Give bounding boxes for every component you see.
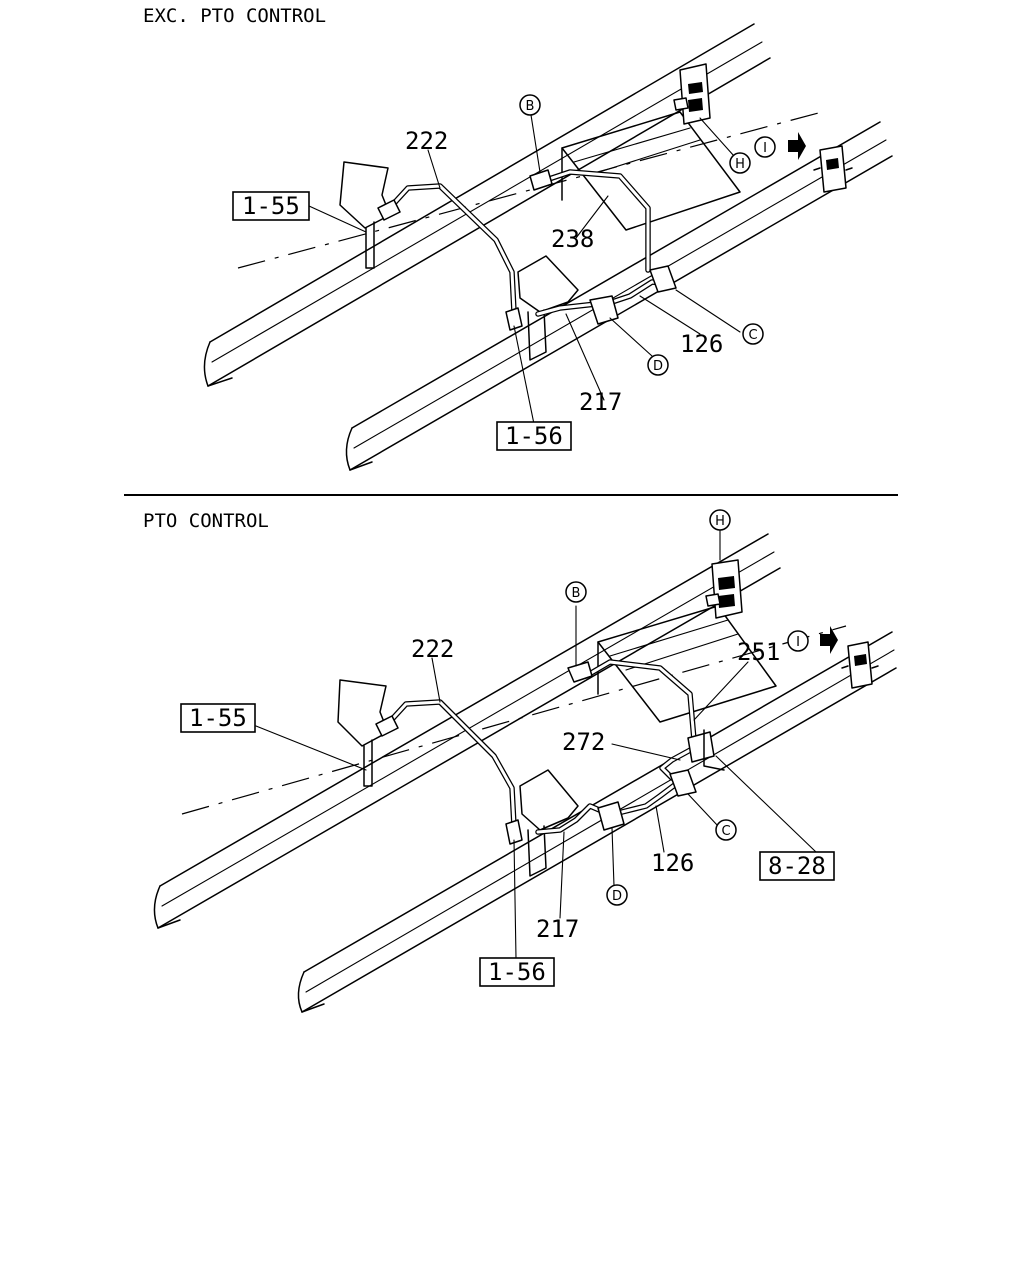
circled-ref-c-bottom: C xyxy=(715,819,737,841)
svg-text:B: B xyxy=(526,99,535,114)
valve-assembly-i-pto xyxy=(841,641,879,689)
brake-pipe-238 xyxy=(529,169,651,273)
circled-ref-i-bottom: I xyxy=(787,630,809,652)
ref-box-8-28[interactable]: 8-28 xyxy=(759,851,835,881)
part-number-238: 238 xyxy=(551,225,594,253)
brake-pipe-272 xyxy=(659,745,697,781)
brake-bracket-center-pto xyxy=(519,769,579,877)
section-title-exc-pto: EXC. PTO CONTROL xyxy=(143,5,326,27)
valve-assembly-h-pto xyxy=(705,559,743,619)
circled-ref-b-bottom: B xyxy=(565,581,587,603)
ref-box-1-56-bottom[interactable]: 1-56 xyxy=(479,957,555,987)
part-number-222-top: 222 xyxy=(405,127,448,155)
valve-assembly-h xyxy=(673,63,711,125)
chassis-centerline xyxy=(237,111,823,269)
pipe-joints xyxy=(505,265,677,331)
ref-box-1-55-bottom[interactable]: 1-55 xyxy=(180,703,256,733)
brake-pipe-222 xyxy=(377,183,517,315)
section-title-pto: PTO CONTROL xyxy=(143,510,269,532)
right-frame-rail-pto xyxy=(297,631,897,1013)
svg-text:I: I xyxy=(796,635,800,650)
svg-text:1-56: 1-56 xyxy=(488,958,546,986)
circled-ref-d-top: D xyxy=(647,354,669,376)
brake-bracket-center xyxy=(517,255,579,361)
svg-text:H: H xyxy=(715,514,725,529)
section-pto: PTO CONTROL xyxy=(143,509,897,1013)
brake-pipe-126-pto xyxy=(619,781,679,815)
circled-ref-i-top: I xyxy=(754,136,776,158)
part-number-222-bottom: 222 xyxy=(411,635,454,663)
circled-ref-d-bottom: D xyxy=(606,884,628,906)
svg-text:I: I xyxy=(763,141,767,156)
direction-arrow-icon xyxy=(788,132,806,160)
part-number-217-bottom: 217 xyxy=(536,915,579,943)
chassis-centerline-pto xyxy=(181,625,847,815)
svg-text:8-28: 8-28 xyxy=(768,852,826,880)
section-exc-pto: EXC. PTO CONTROL xyxy=(143,5,893,471)
svg-text:1-55: 1-55 xyxy=(189,704,247,732)
part-number-217-top: 217 xyxy=(579,388,622,416)
svg-text:D: D xyxy=(612,889,622,904)
svg-text:C: C xyxy=(721,824,730,839)
ref-box-1-55-top[interactable]: 1-55 xyxy=(232,191,310,221)
leader-lines-top xyxy=(308,114,741,425)
circled-ref-b-top: B xyxy=(519,94,541,116)
pipe-joints-pto xyxy=(505,729,725,845)
leader-lines-bottom xyxy=(255,529,817,959)
svg-text:B: B xyxy=(572,586,581,601)
svg-text:1-55: 1-55 xyxy=(242,192,300,220)
brake-pipe-251 xyxy=(567,659,697,743)
part-number-126-bottom: 126 xyxy=(651,849,694,877)
svg-text:H: H xyxy=(735,157,745,172)
ref-box-1-56-top[interactable]: 1-56 xyxy=(496,421,572,451)
circled-ref-h-top: H xyxy=(729,152,751,174)
brake-pipe-217 xyxy=(535,301,599,317)
part-number-272: 272 xyxy=(562,728,605,756)
brake-pipe-217-pto xyxy=(535,803,607,835)
circled-ref-h-bottom: H xyxy=(709,509,731,531)
brake-pipe-222-pto xyxy=(375,699,517,829)
right-frame-rail xyxy=(345,121,893,471)
part-number-126-top: 126 xyxy=(680,330,723,358)
valve-assembly-i xyxy=(813,145,853,193)
direction-arrow-icon-pto xyxy=(820,626,838,654)
svg-text:C: C xyxy=(748,328,757,343)
circled-ref-c-top: C xyxy=(742,323,764,345)
part-number-251: 251 xyxy=(737,638,780,666)
svg-text:D: D xyxy=(653,359,663,374)
svg-text:1-56: 1-56 xyxy=(505,422,563,450)
